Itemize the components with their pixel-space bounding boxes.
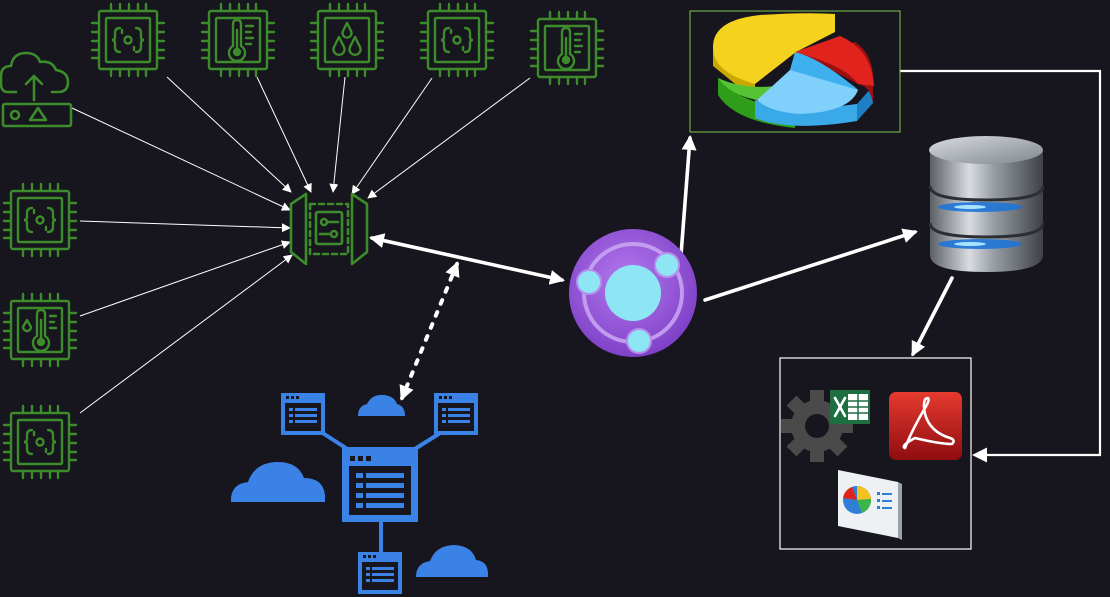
water-drops-chip-icon <box>309 2 385 78</box>
pie-chart-3d-icon <box>712 13 874 128</box>
chip-code-icon <box>90 2 166 78</box>
gateway-cloud-dotted-arrow <box>399 261 460 401</box>
reports-box <box>779 357 972 550</box>
thermometer-chip-icon <box>200 2 276 78</box>
chip-code-icon <box>2 182 78 258</box>
database-icon <box>928 136 1045 272</box>
cloud-network-icon <box>230 393 489 594</box>
iot-hub-icon <box>569 229 697 357</box>
analytics-box <box>689 10 901 133</box>
chip-code-icon <box>2 404 78 480</box>
iot-gateway-icon <box>289 192 369 266</box>
thermometer-chip-icon <box>529 10 605 86</box>
excel-gear-icon <box>781 390 870 462</box>
chip-code-icon <box>419 2 495 78</box>
sensor-to-gateway-arrows <box>71 76 531 414</box>
analytics-to-reports-connector <box>900 69 1102 463</box>
main-data-flow-arrows <box>369 135 954 357</box>
pie-report-icon <box>838 470 902 540</box>
pdf-icon <box>889 392 962 460</box>
cloud-upload-router-icon <box>0 51 73 128</box>
thermometer-water-chip-icon <box>2 292 78 368</box>
